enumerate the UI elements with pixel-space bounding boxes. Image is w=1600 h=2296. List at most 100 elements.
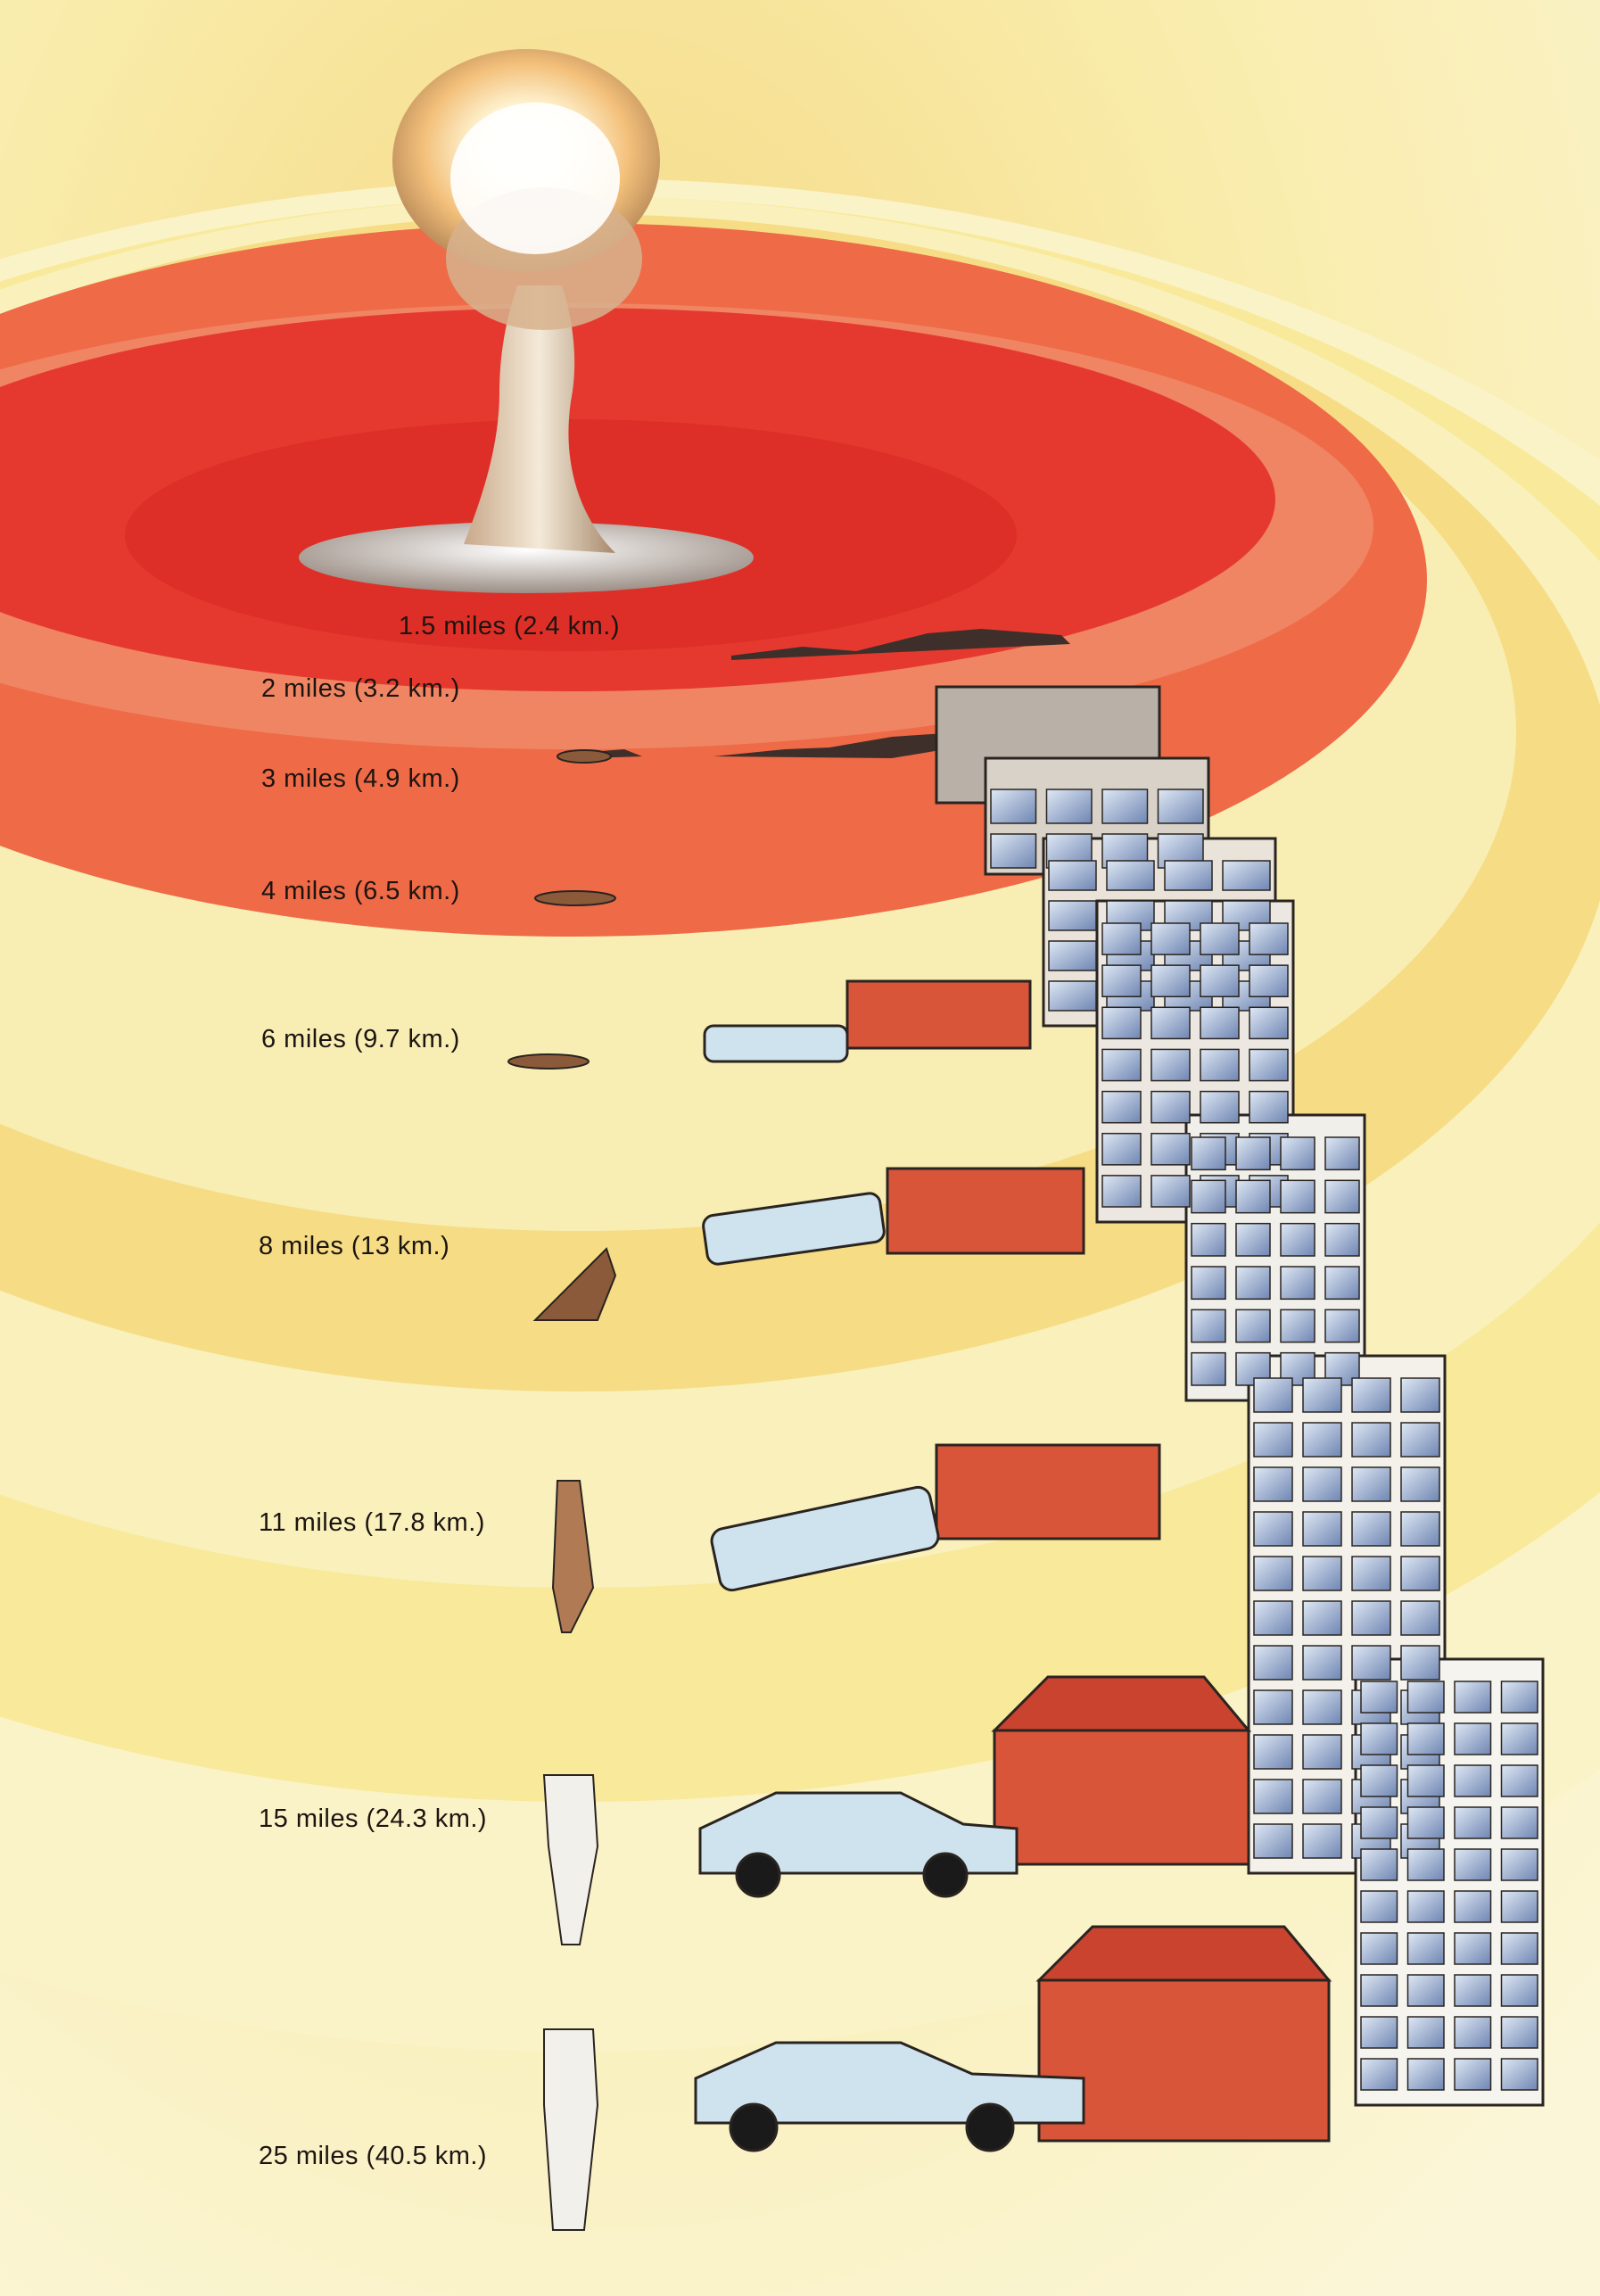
tower-window	[1351, 1377, 1391, 1413]
tower-window	[1302, 1377, 1342, 1413]
tower-window	[1324, 1266, 1360, 1301]
tower-window	[1360, 2016, 1398, 2049]
tower-window	[1200, 1006, 1240, 1040]
tower-window	[1400, 1511, 1440, 1547]
tower-window	[1360, 1764, 1398, 1797]
tower-window	[1101, 1090, 1142, 1124]
tower-window	[1302, 1645, 1342, 1681]
tower-window	[1360, 1890, 1398, 1923]
tower-window	[1302, 1466, 1342, 1502]
tower-window	[1454, 1932, 1492, 1965]
tower-window	[1360, 1681, 1398, 1714]
tower-window	[1500, 1722, 1538, 1755]
tower-window	[1351, 1600, 1391, 1636]
tower-window	[1351, 1645, 1391, 1681]
tower-window	[1400, 1466, 1440, 1502]
tower-window	[1253, 1466, 1293, 1502]
tower-window	[1500, 1764, 1538, 1797]
tower-window	[1406, 1722, 1445, 1755]
tower-window	[1400, 1645, 1440, 1681]
tower-window	[1406, 1974, 1445, 2007]
tower-window	[1500, 1681, 1538, 1714]
tower-window	[1200, 1090, 1240, 1124]
tower-window	[1360, 1806, 1398, 1839]
tower-window	[1191, 1179, 1226, 1214]
tower-window	[1191, 1266, 1226, 1301]
tower-window	[1302, 1689, 1342, 1725]
houses	[845, 979, 1332, 2143]
tower-window	[1280, 1179, 1315, 1214]
tower-window	[1302, 1556, 1342, 1591]
tower-window	[1191, 1222, 1226, 1257]
house-15mi	[993, 1729, 1250, 1866]
tower-window	[1302, 1779, 1342, 1814]
tower-window	[1454, 1764, 1492, 1797]
tower-window	[1280, 1136, 1315, 1171]
tower-window	[1324, 1309, 1360, 1343]
tower-window	[1151, 1006, 1191, 1040]
house-25mi	[1037, 1978, 1331, 2143]
tower-window	[1106, 860, 1155, 891]
tower-window	[1101, 1006, 1142, 1040]
tower-window	[1351, 1556, 1391, 1591]
tower-window	[1500, 2058, 1538, 2091]
person-15mi	[542, 1774, 599, 1945]
tower-window	[1200, 964, 1240, 998]
tower-window	[1454, 2058, 1492, 2091]
tower-window	[1222, 860, 1271, 891]
tower-window	[1400, 1556, 1440, 1591]
tower-window	[1500, 2016, 1538, 2049]
tower-window	[990, 833, 1037, 869]
tower-window	[1151, 922, 1191, 955]
distance-label: 4 miles (6.5 km.)	[261, 877, 460, 905]
tower-window	[1249, 1048, 1289, 1082]
tower-window	[1048, 980, 1097, 1012]
tower-window	[1249, 1006, 1289, 1040]
tower-window	[1200, 922, 1240, 955]
tower-window	[1454, 1974, 1492, 2007]
tower-window	[1406, 1806, 1445, 1839]
tower-window	[1253, 1377, 1293, 1413]
people	[507, 749, 617, 2231]
tower-window	[1249, 922, 1289, 955]
distance-label: 6 miles (9.7 km.)	[261, 1025, 460, 1053]
distance-label: 15 miles (24.3 km.)	[259, 1805, 488, 1833]
tower-window	[1500, 1848, 1538, 1881]
tower-window	[1235, 1222, 1271, 1257]
tower-window	[1406, 2058, 1445, 2091]
tower-window	[1200, 1048, 1240, 1082]
tower-window	[1324, 1179, 1360, 1214]
tower-window	[1406, 1681, 1445, 1714]
tower-window	[1351, 1466, 1391, 1502]
tower-window	[1454, 1806, 1492, 1839]
tower-window	[1235, 1136, 1271, 1171]
tower-window	[1324, 1136, 1360, 1171]
tower-window	[1406, 1848, 1445, 1881]
mushroom-cloud	[299, 49, 754, 593]
tower-window	[1253, 1734, 1293, 1770]
tower-windows	[990, 789, 1538, 2091]
tower-window	[1360, 1974, 1398, 2007]
tower-window	[1500, 1806, 1538, 1839]
tower-window	[1048, 860, 1097, 891]
car-11mi	[710, 1485, 940, 1592]
distance-label: 8 miles (13 km.)	[259, 1232, 450, 1260]
tower-window	[1400, 1600, 1440, 1636]
tower-window	[1351, 1422, 1391, 1458]
tower-window	[1151, 1048, 1191, 1082]
tower-window	[1101, 789, 1149, 824]
tower-window	[1235, 1179, 1271, 1214]
tower-window	[1454, 2016, 1492, 2049]
tower-window	[1101, 964, 1142, 998]
tower-window	[1151, 964, 1191, 998]
tower-window	[1048, 900, 1097, 931]
tower-window	[1048, 940, 1097, 971]
distance-label: 1.5 miles (2.4 km.)	[399, 612, 620, 640]
tower-window	[1249, 1090, 1289, 1124]
tower-window	[1302, 1600, 1342, 1636]
tower-window	[1235, 1266, 1271, 1301]
tower-window	[1302, 1734, 1342, 1770]
tower-window	[1101, 1132, 1142, 1166]
